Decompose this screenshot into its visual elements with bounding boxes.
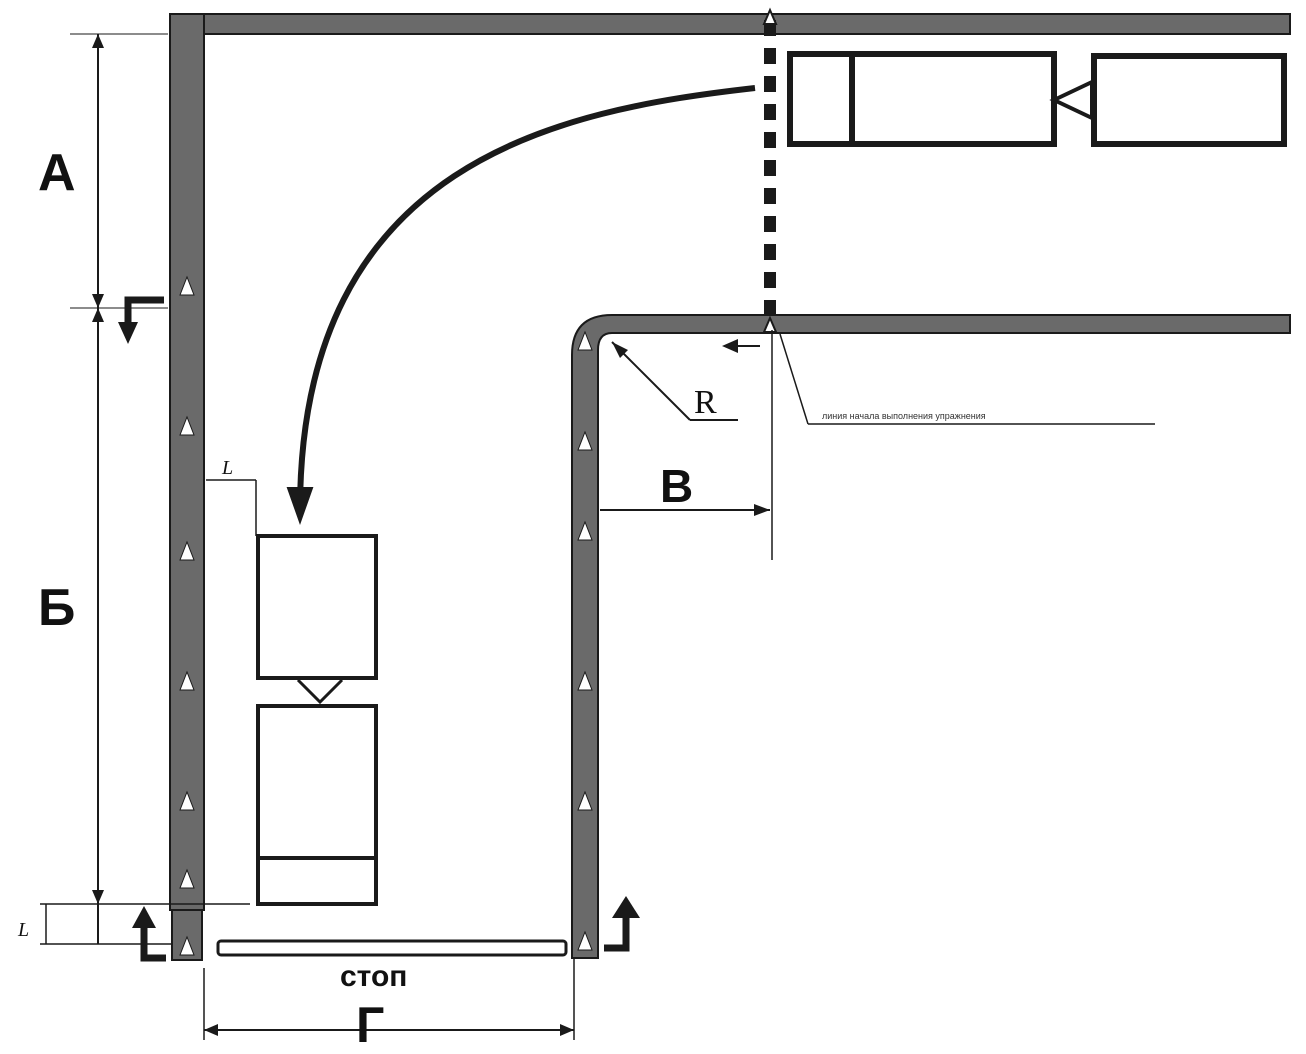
left-border-arrow-up-icon [179,540,195,561]
start-bottom-marker-icon [762,315,778,333]
left-turn-arrow-shaft [124,296,164,328]
final-trailer-body [256,704,378,906]
bottom-right-turn-arrow-icon [612,896,640,918]
truck-trailer-body [787,51,1057,147]
bottom-left-turn-shaft [140,922,166,962]
inner-border-arrows [577,330,593,951]
left-border-arrow-up-icon [179,275,195,296]
radius-arrow-icon [612,342,628,358]
label-b: Б [38,579,75,637]
left-turn-arrow [118,296,164,344]
label-g: Г [356,997,384,1053]
bottom-left-turn-arrow-icon [132,906,156,928]
small-left-arrow-icon [722,339,738,353]
movement-path [286,85,756,526]
inner-border-arrow-up-icon [577,330,593,351]
inner-border-arrow-up-icon [577,930,593,951]
start-line: линия начала выполнения упражнения [722,7,1155,560]
left-border-strip [169,13,205,911]
stop-line [216,939,568,957]
truck-hitch-icon [1049,78,1094,122]
label-l-bottom: L [17,919,29,941]
left-border-arrow-up-icon [179,868,195,889]
l-offset-marker: L [206,457,257,536]
start-top-marker-icon [762,7,778,25]
final-hitch-icon [296,678,344,705]
dim-g-left-arrow-icon [204,1024,218,1036]
label-stop: стоп [340,960,407,993]
dim-a-top-arrow-icon [92,34,104,48]
dim-g-right-arrow-icon [560,1024,574,1036]
bottom-right-turn-shaft [604,914,630,952]
left-border-arrows [179,275,195,956]
dim-b-bottom-arrow-icon [92,890,104,904]
note-leader-line [779,333,809,425]
curved-path-line [297,85,756,511]
truck-final-position [256,534,378,906]
inner-border [571,314,1291,959]
inner-border-arrow-up-icon [577,670,593,691]
truck-cab-body [1091,53,1287,147]
left-border-arrow-up-icon [179,790,195,811]
dim-v-arrow-icon [754,504,770,516]
dim-a-bottom-arrow-icon [92,294,104,308]
curved-arrow-icon [286,487,314,526]
dimension-a-b: А Б L [17,33,250,945]
outer-border [169,13,1291,961]
dim-b-top-arrow-icon [92,308,104,322]
stop-line-group: стоп [216,939,568,993]
truck-start-position [787,51,1287,147]
radius-marker: R [611,341,738,421]
left-turn-arrow-icon [118,322,138,344]
left-border-arrow-up-icon [179,670,195,691]
label-l-top: L [221,457,233,479]
top-border-strip [169,13,1291,35]
inner-border-arrow-up-icon [577,430,593,451]
dimension-v: В [600,460,770,516]
final-cab-body [256,534,378,680]
left-border-arrow-up-icon [179,415,195,436]
label-a: А [38,144,76,202]
left-border-arrow-up-icon [179,935,195,956]
inner-border-arrow-up-icon [577,520,593,541]
label-v: В [660,460,693,512]
radius-line [611,341,691,421]
dimension-g: Г [203,958,575,1053]
start-line-note: линия начала выполнения упражнения [822,411,986,421]
inner-border-arrow-up-icon [577,790,593,811]
inner-corner-strip [571,314,1291,959]
label-r: R [694,384,717,421]
bottom-turn-arrows [132,896,640,962]
